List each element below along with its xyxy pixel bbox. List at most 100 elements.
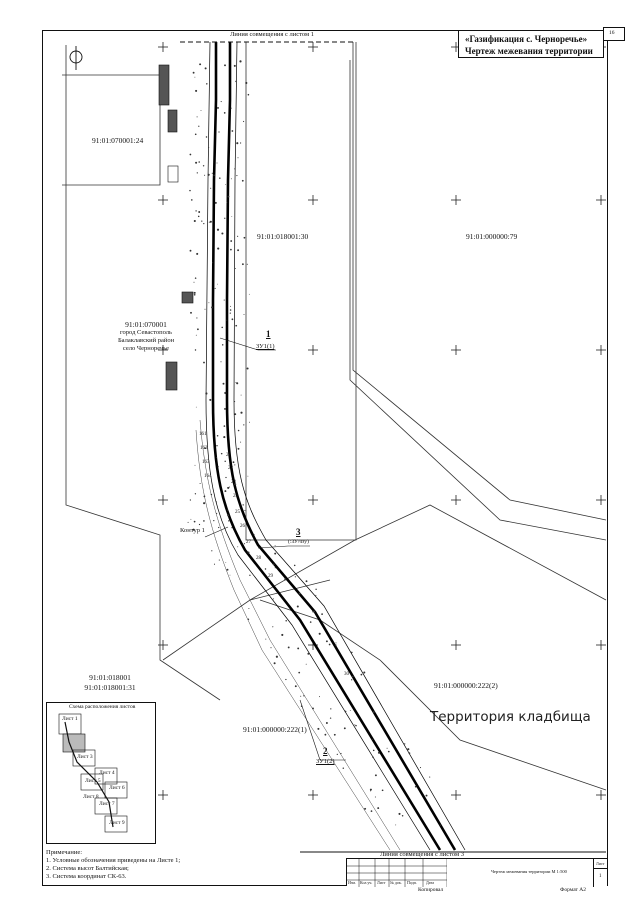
- survey-point: [270, 647, 272, 649]
- survey-point: [229, 309, 232, 311]
- grid-cross-13: [451, 195, 461, 205]
- leader-lines: [204, 337, 346, 761]
- buildings: [158, 64, 194, 391]
- survey-point: [234, 464, 236, 466]
- gas-pipeline-route: [195, 41, 466, 851]
- pipeline-main-left: [211, 42, 442, 851]
- parcel-line-b: 91:01:018001:31: [84, 683, 136, 692]
- building-4: [165, 361, 178, 391]
- inset-title: Схема расположения листов: [69, 704, 136, 710]
- survey-point: [231, 130, 234, 132]
- survey-point: [285, 678, 287, 681]
- boundary-center-parcel: [245, 42, 357, 541]
- survey-point: [265, 638, 267, 640]
- grid-cross-23: [596, 790, 606, 800]
- survey-point: [336, 753, 338, 756]
- grid-cross-8: [308, 345, 318, 355]
- survey-point: [246, 263, 248, 265]
- survey-point: [305, 663, 307, 665]
- inset-sheet-9: Лист 9: [109, 820, 125, 826]
- survey-point: [224, 407, 226, 410]
- survey-point: [401, 814, 404, 817]
- survey-point: [196, 252, 199, 255]
- survey-point: [232, 461, 235, 464]
- survey-point: [199, 482, 201, 485]
- survey-point: [194, 464, 196, 466]
- survey-point: [233, 64, 236, 67]
- survey-point: [284, 578, 287, 581]
- survey-point: [198, 211, 201, 213]
- survey-point: [208, 302, 210, 304]
- survey-point: [285, 619, 287, 622]
- survey-point: [340, 752, 342, 755]
- survey-point: [235, 381, 237, 383]
- point-label: 28: [256, 556, 261, 561]
- grid-cross-17: [451, 790, 461, 800]
- survey-point: [213, 563, 216, 565]
- point-label: 30: [344, 672, 349, 677]
- survey-point: [249, 421, 250, 423]
- zone-label-3: (:ЗУ/чзу): [288, 539, 309, 545]
- building-1: [158, 64, 170, 106]
- stamp-col-2: Кол.уч.: [360, 880, 373, 885]
- survey-point: [243, 120, 245, 123]
- zone-number-1: 1: [266, 329, 271, 339]
- building-5: [167, 165, 179, 183]
- boundary-left-parcel: [65, 45, 221, 701]
- survey-point: [195, 210, 197, 212]
- grid-cross-15: [451, 495, 461, 505]
- survey-point: [343, 727, 346, 730]
- survey-point: [197, 328, 199, 331]
- survey-point: [294, 576, 296, 578]
- parcel-label-1: 91:01:070001:24: [92, 136, 144, 145]
- survey-point: [387, 750, 390, 753]
- stamp-col-4: № док.: [390, 880, 402, 885]
- pipeline-main-right: [225, 42, 457, 851]
- survey-point: [187, 521, 189, 523]
- survey-point: [200, 109, 202, 111]
- survey-point: [221, 326, 223, 329]
- survey-point: [293, 564, 296, 567]
- grid-cross-11: [308, 790, 318, 800]
- survey-point: [209, 220, 212, 223]
- survey-point: [189, 153, 192, 156]
- survey-point: [230, 240, 233, 242]
- survey-point: [241, 179, 244, 182]
- survey-point: [227, 514, 230, 517]
- survey-point: [419, 767, 422, 769]
- survey-point: [196, 317, 198, 319]
- survey-point: [216, 512, 218, 514]
- grid-cross-0: [158, 42, 168, 52]
- survey-point: [194, 493, 197, 495]
- parcel-label-2: 91:01:018001:30: [257, 232, 309, 241]
- survey-point: [315, 588, 317, 591]
- project-title-block: «Газификация с. Черноречье» Чертеж межев…: [458, 30, 604, 58]
- survey-point: [237, 157, 239, 159]
- stamp-format: Формат А2: [560, 887, 587, 893]
- survey-point: [234, 268, 236, 270]
- survey-point: [195, 406, 197, 408]
- inset-diagram: [58, 713, 128, 833]
- inset-sheet-5: Лист 5: [85, 778, 101, 784]
- survey-point: [189, 189, 191, 192]
- survey-point: [329, 717, 332, 719]
- survey-point: [218, 131, 220, 133]
- survey-point: [215, 501, 218, 503]
- survey-point: [377, 807, 380, 810]
- survey-point: [227, 195, 230, 198]
- survey-point: [223, 299, 225, 301]
- survey-point: [204, 447, 206, 449]
- survey-point: [249, 574, 251, 576]
- survey-point: [203, 502, 206, 505]
- survey-point: [344, 710, 347, 713]
- grid-cross-22: [596, 640, 606, 650]
- survey-point: [248, 293, 250, 295]
- grid-cross-5: [158, 790, 168, 800]
- survey-point: [330, 708, 332, 710]
- survey-point: [228, 520, 230, 522]
- grid-cross-6: [308, 42, 318, 52]
- survey-point: [226, 319, 228, 321]
- inset-sheet-8: Лист 8: [83, 794, 99, 800]
- survey-point: [218, 526, 220, 529]
- survey-point: [333, 733, 336, 736]
